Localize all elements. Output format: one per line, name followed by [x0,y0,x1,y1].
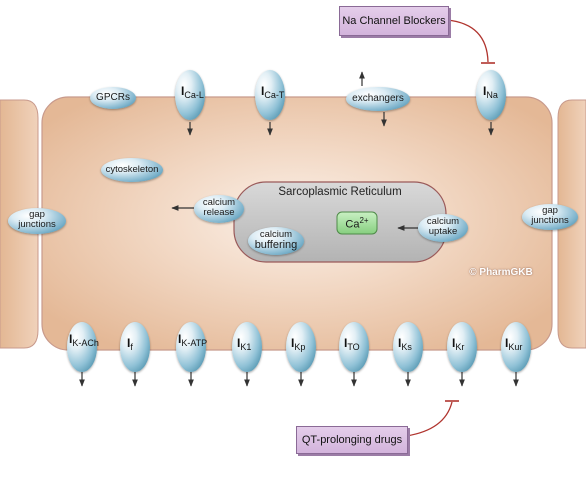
gap-junction-right-node [522,204,578,230]
calcium-release-node [194,195,244,223]
sarcoplasmic-reticulum-label: Sarcoplasmic Reticulum [278,186,402,198]
bottom-channel-arrows [79,372,519,387]
gap-junction-left-label-2: junctions [18,219,56,230]
qt-prolonging-drugs-label: QT-prolonging drugs [301,434,403,446]
calcium-release-label-1: calcium [202,197,236,208]
ica-t-label: ICa-T [261,84,285,100]
calcium-buffering-node [248,227,304,255]
na-blocker-inhibition-line [446,19,489,63]
iks-channel [393,322,423,372]
ikr-label: IKr [452,336,465,352]
ina-channel [476,70,506,120]
ikr-channel [447,322,477,372]
exchangers-label: exchangers [352,93,404,104]
ca-ion-box [336,211,378,235]
ca-ion-symbol: Ca [345,218,360,231]
gpcrs-node [90,87,136,109]
ik1-channel [232,322,262,372]
ikp-label: IKp [291,336,306,352]
ito-label: ITO [344,336,360,352]
ica-l-label: ICa-L [181,84,204,100]
gap-junction-right-label-1: gap [542,205,558,216]
if-label: If [127,336,133,352]
gap-junction-left-node [8,208,66,234]
ica-t-channel [255,70,285,120]
exchangers-node [346,87,410,111]
ca-ion-charge: 2+ [359,216,369,225]
calcium-uptake-label-1: calcium [426,216,460,227]
pharmgkb-watermark: © PharmGKB [469,267,533,278]
cytoskeleton-label: cytoskeleton [105,164,159,175]
calcium-uptake-node [418,214,468,242]
ikur-channel [501,322,531,372]
gap-junction-right-label-2: junctions [531,215,569,226]
ik-ach-label: IK-ACh [69,332,99,348]
ito-channel [339,322,369,372]
iks-label: IKs [398,336,412,352]
qt-prolonging-drugs-box: QT-prolonging drugs [296,426,408,454]
calcium-buffering-label-1: calcium [259,229,293,240]
calcium-buffering-label-2: buffering [254,239,298,251]
ik-atp-channel [176,322,206,372]
if-channel [120,322,150,372]
ik-atp-label: IK-ATP [178,332,208,348]
ik1-label: IK1 [237,336,252,352]
cytoskeleton-node [101,158,163,182]
na-channel-blockers-box: Na Channel Blockers [339,6,449,36]
calcium-release-label-2: release [203,207,235,218]
ina-label: INa [483,84,498,100]
ik-ach-channel [67,322,97,372]
ica-l-channel [175,70,205,120]
gpcrs-label: GPCRs [96,92,130,103]
ikur-label: IKur [505,336,523,352]
ikp-channel [286,322,316,372]
qt-drug-inhibition-line [405,401,453,437]
calcium-uptake-label-2: uptake [428,226,458,237]
gap-junction-left-label-1: gap [29,209,45,220]
ca-ion-label: Ca2+ [337,217,377,231]
na-channel-blockers-label: Na Channel Blockers [342,15,446,27]
